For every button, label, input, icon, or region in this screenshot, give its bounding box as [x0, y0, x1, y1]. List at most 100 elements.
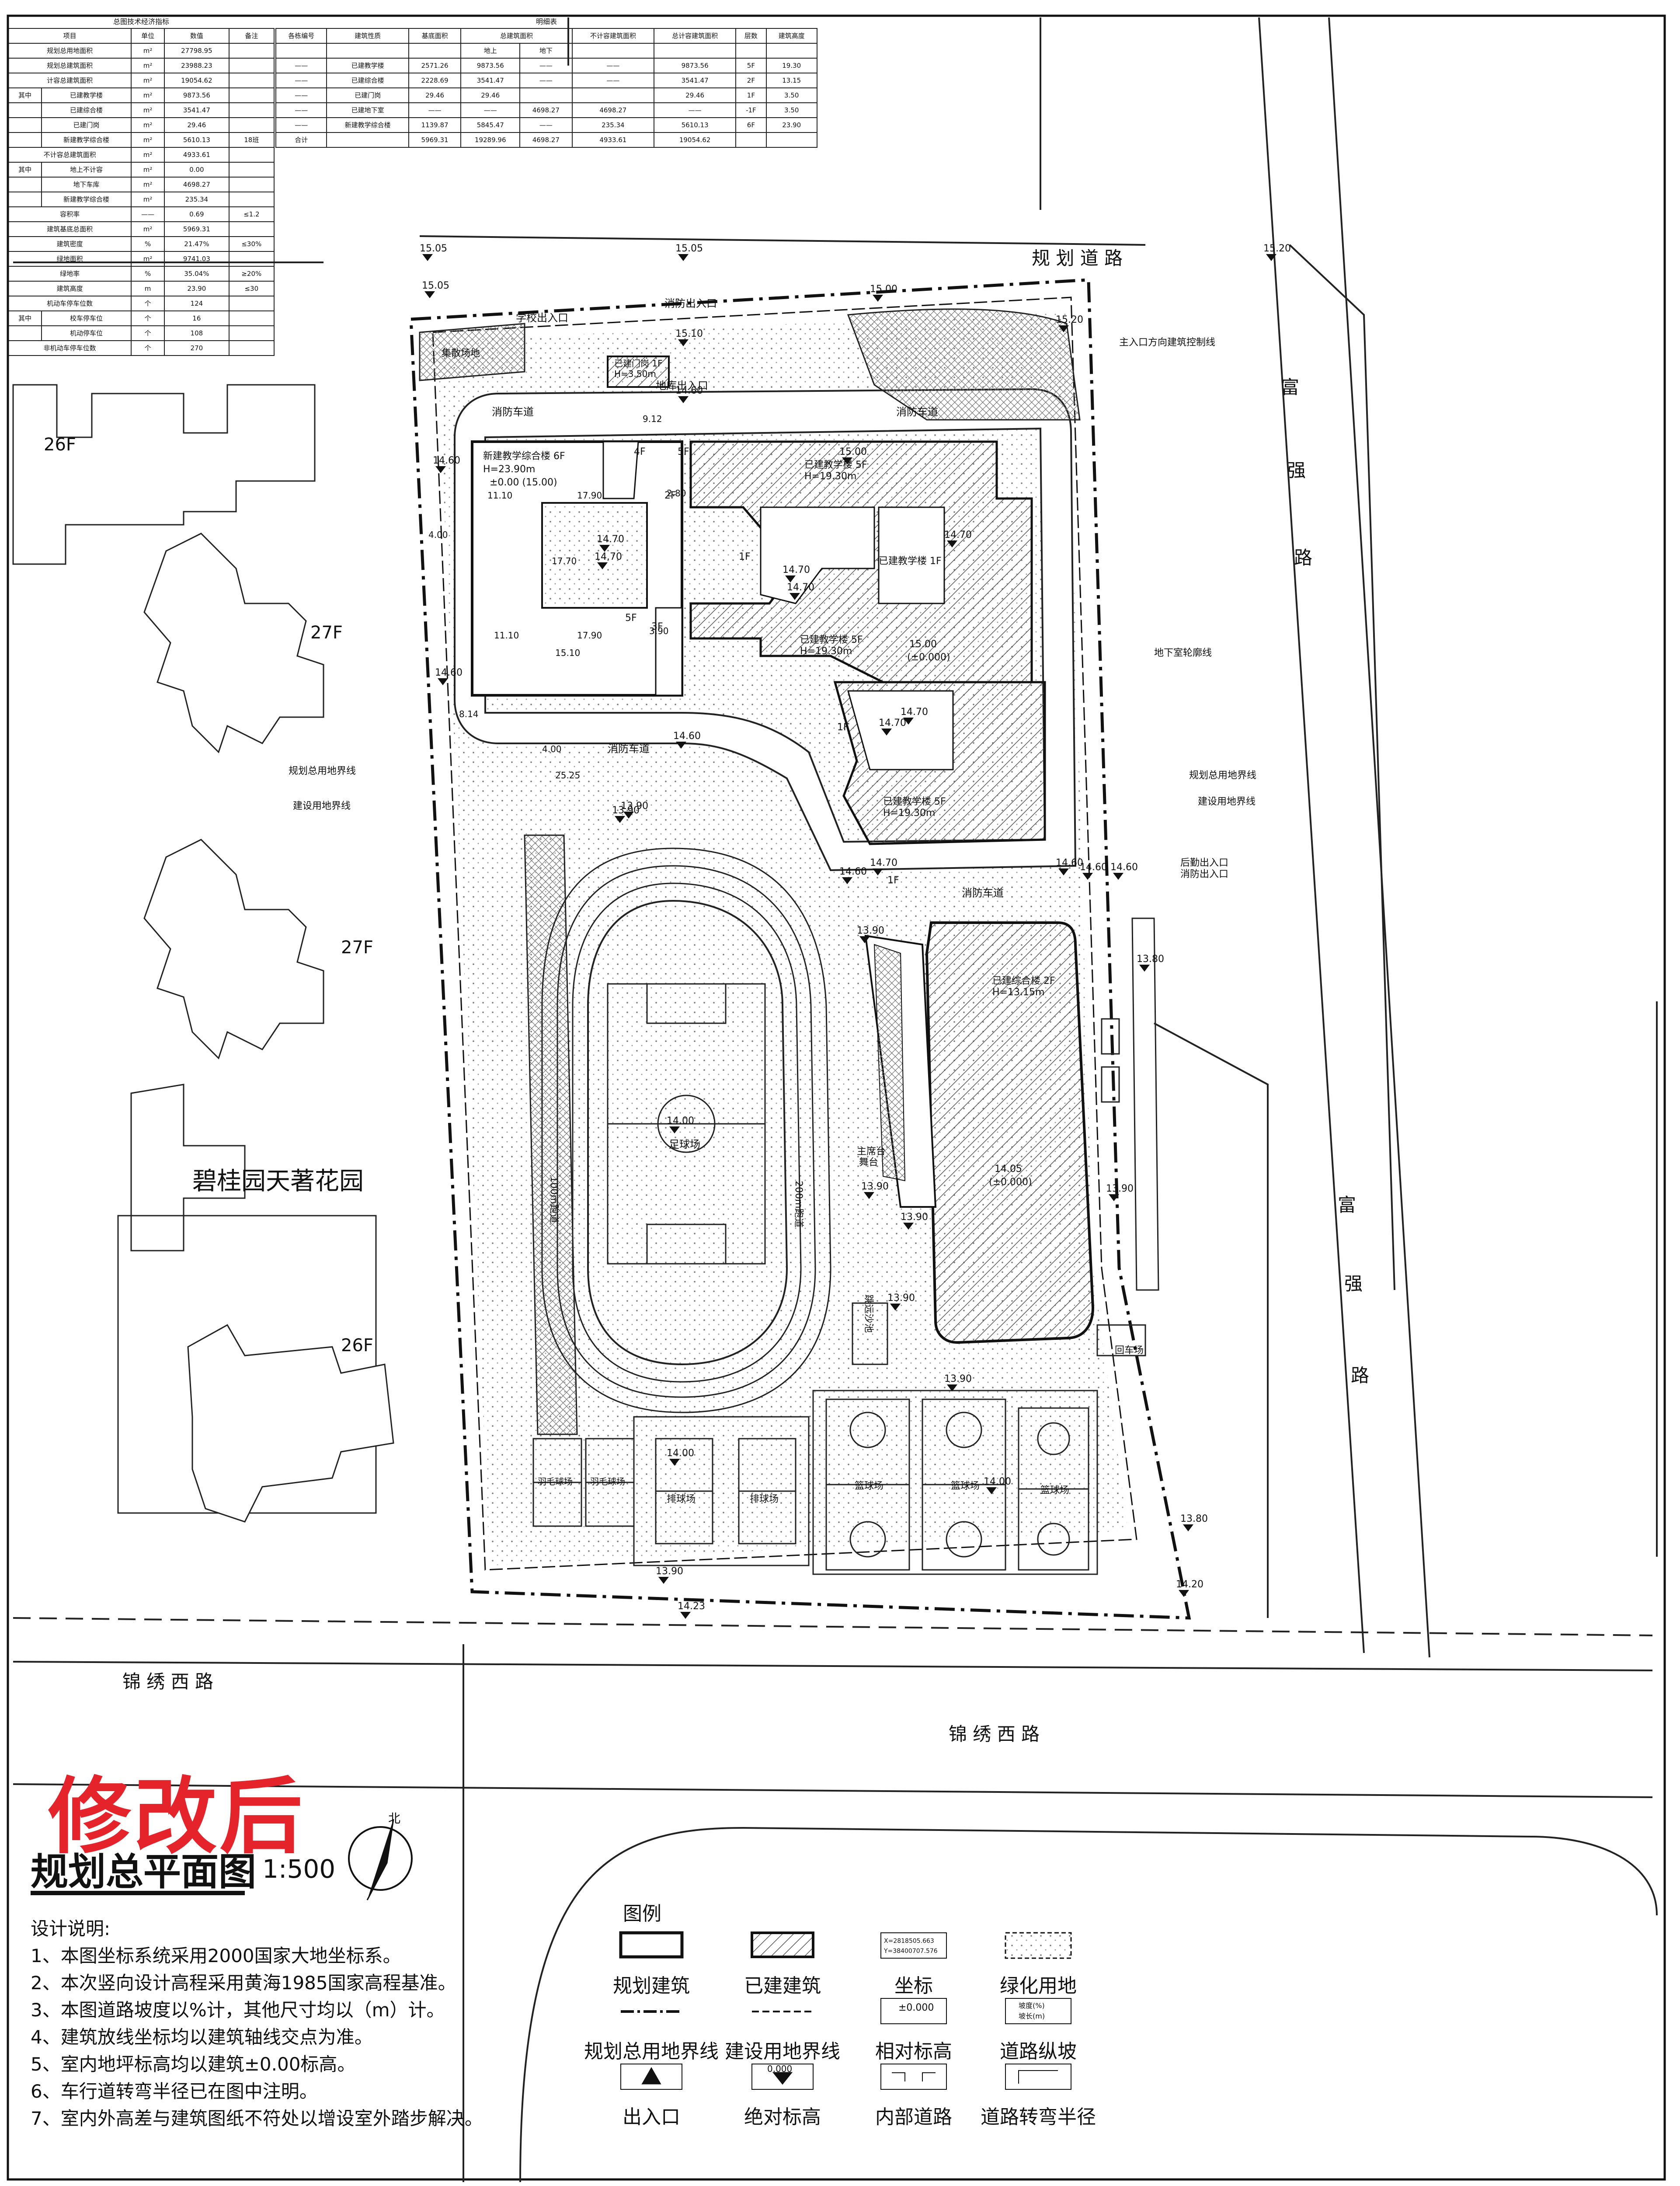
- legend-label: 绝对标高: [744, 2106, 821, 2128]
- floor-label: 1F: [887, 875, 899, 886]
- table-caption-row: 总图技术经济指标: [8, 16, 274, 28]
- elevation-marker-icon: [623, 812, 634, 819]
- table-cell: 地下车库: [41, 177, 132, 192]
- table-cell: [228, 192, 275, 207]
- table-cell: 5610.13: [164, 132, 230, 148]
- elevation-label: 15.20: [1056, 314, 1083, 325]
- elevation-label: 14.70: [879, 718, 906, 729]
- site-boundary: [409, 278, 1191, 1620]
- legend-label: 规划总用地界线: [584, 2040, 719, 2063]
- elevation-marker-icon: [903, 1223, 914, 1230]
- table-cell: ≤30%: [228, 236, 275, 252]
- teach-b-height: H=19.30m: [800, 646, 852, 657]
- fire-entrance-label: 消防出入口: [664, 297, 717, 310]
- teach-zero: (±0.000): [907, 652, 950, 663]
- long-jump-label: 跳远沙池: [863, 1294, 874, 1333]
- north-label: 北: [388, 1811, 400, 1826]
- table-cell: 2571.26: [408, 58, 462, 73]
- elevation-label: 14.20: [1176, 1579, 1203, 1590]
- table-cell: [571, 87, 654, 103]
- table-cell: 19054.62: [164, 73, 230, 88]
- basketball-label: 篮球场: [1040, 1485, 1069, 1496]
- table-cell: 总计容建筑面积: [653, 28, 737, 44]
- table-cell: 9873.56: [653, 58, 737, 73]
- table-cell: ——: [571, 58, 654, 73]
- table-cell: 270: [164, 340, 230, 356]
- table-cell: [653, 43, 737, 59]
- legend-slope-len: 坡长(m): [1019, 2012, 1045, 2020]
- dimension-label: 11.10: [494, 630, 519, 641]
- table-cell: 已建地下室: [326, 102, 409, 118]
- teach-b-name: 已建教学楼 5F: [800, 635, 863, 645]
- legend-abs-level: 0.000: [767, 2064, 792, 2074]
- dimension-label: 11.10: [487, 490, 512, 501]
- table-cell: 建筑高度: [765, 28, 817, 44]
- table-cell: m²: [131, 102, 165, 118]
- elevation-marker-icon: [873, 868, 883, 875]
- table-cell: 机动停车位: [41, 325, 132, 341]
- table-cell: 校车停车位: [41, 310, 132, 326]
- track200-label: 200m跑道: [793, 1181, 804, 1227]
- table-cell: [228, 310, 275, 326]
- table-cell: 29.46: [653, 87, 737, 103]
- table-cell: 备注: [228, 28, 275, 44]
- elevation-label: 14.70: [787, 582, 814, 593]
- east-road-char: 强: [1287, 460, 1306, 481]
- table-cell: 4698.27: [519, 102, 573, 118]
- table-cell: [228, 43, 275, 59]
- elevation-label: 15.20: [1263, 243, 1291, 254]
- table-cell: 5610.13: [653, 117, 737, 133]
- teach-a-name: 已建教学楼 5F: [804, 460, 867, 471]
- elevation-marker-icon: [873, 295, 883, 302]
- table-cell: 13.15: [765, 73, 817, 88]
- table-cell: 总建筑面积: [460, 28, 573, 44]
- revision-stamp: 修改后: [48, 1768, 306, 1865]
- table-cell: 16: [164, 310, 230, 326]
- basement-line-label: 地下室轮廓线: [1154, 648, 1212, 659]
- table-cell: [228, 102, 275, 118]
- elevation-marker-icon: [599, 545, 610, 552]
- table-cell: [228, 251, 275, 267]
- table-cell: m: [131, 281, 165, 296]
- table-cell: 各栋编号: [275, 28, 327, 44]
- elevation-marker-icon: [669, 1126, 680, 1133]
- elevation-label: 13.80: [1137, 954, 1164, 965]
- table-cell: [228, 221, 275, 237]
- note-item: 1、本图坐标系统采用2000国家大地坐标系。: [31, 1945, 401, 1966]
- podium-label: 主席台: [857, 1146, 886, 1157]
- table-cell: 项目: [7, 28, 132, 44]
- elevation-marker-icon: [842, 877, 852, 884]
- table-cell: 3541.47: [653, 73, 737, 88]
- table-cell: [8, 177, 42, 192]
- ne-plaza: [847, 308, 1081, 421]
- table-cell: 5969.31: [164, 221, 230, 237]
- table-cell: -1F: [735, 102, 767, 118]
- elevation-label: 15.05: [675, 243, 703, 254]
- table-cell: 绿地率: [7, 266, 132, 282]
- table-cell: 已建综合楼: [41, 102, 132, 118]
- table-cell: [765, 43, 817, 59]
- neighbor-name: 碧桂园天著花园: [192, 1167, 364, 1196]
- drawing-title: 规划总平面图: [31, 1850, 256, 1894]
- existing-complex-building: [864, 921, 1095, 1344]
- table-cell: ——: [408, 102, 462, 118]
- dimension-label: 25.25: [555, 770, 580, 781]
- notes-heading: 设计说明:: [31, 1918, 111, 1939]
- dimension-label: 9.12: [643, 414, 662, 424]
- complex-height: H=13.15m: [992, 987, 1044, 998]
- elevation-label: 14.70: [595, 551, 622, 562]
- east-road-char: 强: [1344, 1273, 1363, 1294]
- table-cell: 4698.27: [164, 177, 230, 192]
- table-cell: 235.34: [571, 117, 654, 133]
- table-cell: ——: [275, 73, 327, 88]
- table-cell: 地下: [519, 43, 573, 59]
- note-item: 6、车行道转弯半径已在图中注明。: [31, 2081, 318, 2102]
